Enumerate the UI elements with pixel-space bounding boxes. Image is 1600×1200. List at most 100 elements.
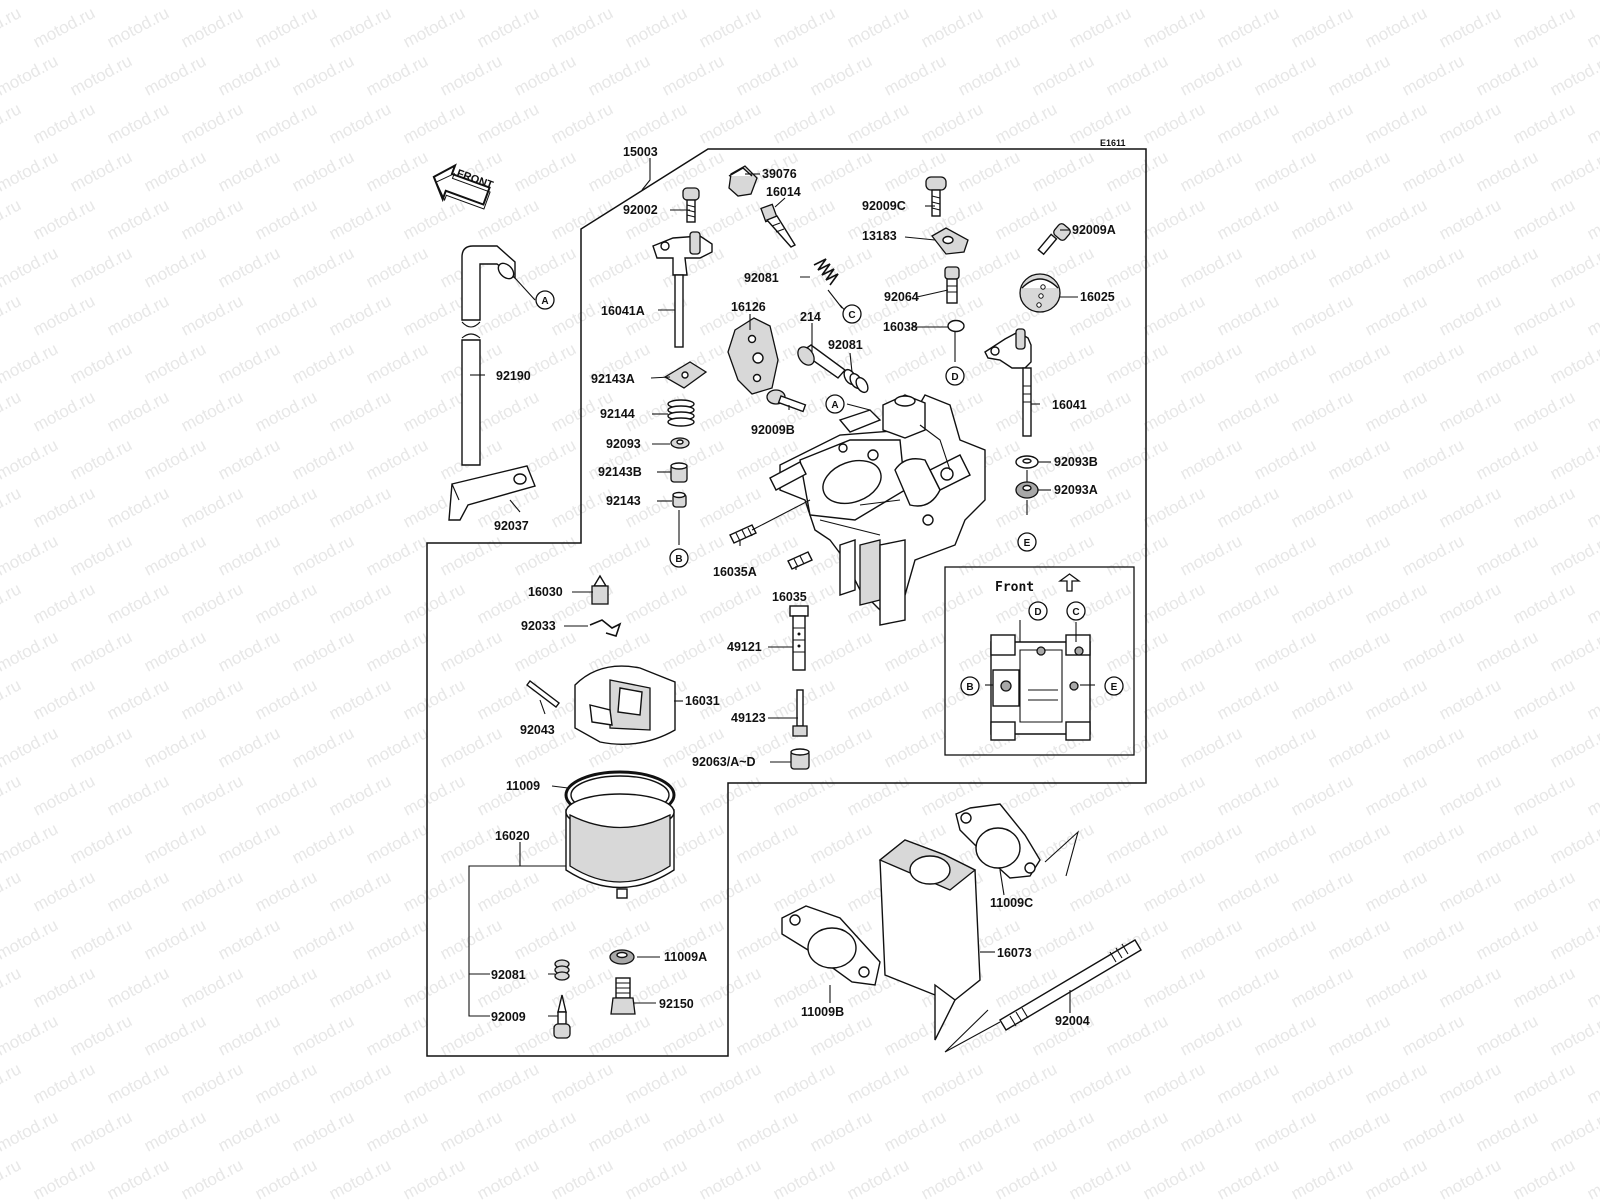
watermark-text: motod.ru: [1510, 1059, 1578, 1107]
watermark-text: motod.ru: [104, 1059, 172, 1107]
part-label-92009: 92009: [491, 1010, 526, 1024]
watermark-text: motod.ru: [622, 3, 690, 51]
watermark-text: motod.ru: [363, 0, 431, 4]
part-label-92063: 92063/A~D: [692, 755, 756, 769]
watermark-text: motod.ru: [141, 0, 209, 4]
watermark-text: motod.ru: [1325, 339, 1393, 387]
watermark-text: motod.ru: [585, 51, 653, 99]
watermark-text: motod.ru: [252, 195, 320, 243]
watermark-text: motod.ru: [511, 531, 579, 579]
callout-C-inset: C: [1066, 601, 1086, 621]
watermark-text: motod.ru: [770, 3, 838, 51]
watermark-text: motod.ru: [1103, 1011, 1171, 1059]
svg-text:C: C: [1072, 607, 1079, 618]
callout-A-body: A: [825, 394, 845, 414]
watermark-text: motod.ru: [844, 3, 912, 51]
watermark-text: motod.ru: [585, 1011, 653, 1059]
watermark-text: motod.ru: [1140, 1059, 1208, 1107]
callout-E-inset: E: [1104, 676, 1124, 696]
watermark-text: motod.ru: [881, 243, 949, 291]
watermark-text: motod.ru: [1140, 483, 1208, 531]
watermark-text: motod.ru: [881, 0, 949, 4]
watermark-text: motod.ru: [215, 531, 283, 579]
watermark-text: motod.ru: [955, 51, 1023, 99]
part-label-16073: 16073: [997, 946, 1032, 960]
watermark-text: motod.ru: [252, 99, 320, 147]
watermark-text: motod.ru: [326, 1155, 394, 1200]
watermark-text: motod.ru: [511, 915, 579, 963]
spring-92144: [667, 399, 695, 427]
watermark-text: motod.ru: [1362, 387, 1430, 435]
watermark-text: motod.ru: [659, 1107, 727, 1155]
watermark-text: motod.ru: [67, 1107, 135, 1155]
watermark-text: motod.ru: [1436, 195, 1504, 243]
watermark-text: motod.ru: [733, 1107, 801, 1155]
watermark-text: motod.ru: [0, 675, 24, 723]
watermark-text: motod.ru: [215, 243, 283, 291]
watermark-text: motod.ru: [252, 1155, 320, 1200]
part-label-92009C: 92009C: [862, 199, 906, 213]
watermark-text: motod.ru: [1214, 195, 1282, 243]
part-label-16038: 16038: [883, 320, 918, 334]
watermark-text: motod.ru: [1140, 3, 1208, 51]
watermark-text: motod.ru: [918, 3, 986, 51]
watermark-text: motod.ru: [141, 627, 209, 675]
watermark-text: motod.ru: [696, 3, 764, 51]
watermark-text: motod.ru: [1288, 1155, 1356, 1200]
watermark-text: motod.ru: [363, 51, 431, 99]
watermark-text: motod.ru: [1066, 771, 1134, 819]
watermark-text: motod.ru: [215, 339, 283, 387]
gasket-11009C: [955, 803, 1080, 879]
part-label-92081-bottom: 92081: [491, 968, 526, 982]
watermark-text: motod.ru: [289, 339, 357, 387]
watermark-text: motod.ru: [1177, 915, 1245, 963]
svg-text:B: B: [966, 682, 973, 693]
watermark-text: motod.ru: [1029, 0, 1097, 4]
watermark-text: motod.ru: [215, 1011, 283, 1059]
watermark-text: motod.ru: [104, 867, 172, 915]
watermark-text: motod.ru: [1399, 627, 1467, 675]
watermark-text: motod.ru: [1140, 963, 1208, 1011]
watermark-text: motod.ru: [474, 291, 542, 339]
watermark-text: motod.ru: [1547, 915, 1600, 963]
watermark-text: motod.ru: [1103, 147, 1171, 195]
watermark-text: motod.ru: [252, 963, 320, 1011]
watermark-text: motod.ru: [1140, 387, 1208, 435]
watermark-text: motod.ru: [1140, 867, 1208, 915]
watermark-text: motod.ru: [1362, 675, 1430, 723]
watermark-text: motod.ru: [1325, 1107, 1393, 1155]
watermark-text: motod.ru: [437, 627, 505, 675]
watermark-text: motod.ru: [807, 723, 875, 771]
watermark-text: motod.ru: [511, 51, 579, 99]
watermark-text: motod.ru: [1399, 147, 1467, 195]
watermark-text: motod.ru: [363, 1011, 431, 1059]
watermark-text: motod.ru: [1510, 1155, 1578, 1200]
watermark-text: motod.ru: [1510, 963, 1578, 1011]
watermark-text: motod.ru: [1288, 195, 1356, 243]
watermark-text: motod.ru: [1547, 531, 1600, 579]
watermark-text: motod.ru: [1399, 1011, 1467, 1059]
callout-E-washer: E: [1017, 532, 1037, 552]
watermark-text: motod.ru: [400, 963, 468, 1011]
watermark-text: motod.ru: [0, 291, 24, 339]
watermark-text: motod.ru: [326, 3, 394, 51]
screw-16035: [787, 551, 813, 570]
watermark-text: motod.ru: [104, 579, 172, 627]
watermark-text: motod.ru: [1547, 627, 1600, 675]
watermark-text: motod.ru: [289, 243, 357, 291]
watermark-text: motod.ru: [1473, 819, 1541, 867]
svg-text:B: B: [675, 554, 682, 565]
assembly-frame: [426, 148, 1147, 1057]
watermark-text: motod.ru: [474, 1155, 542, 1200]
watermark-text: motod.ru: [1436, 99, 1504, 147]
watermark-text: motod.ru: [67, 531, 135, 579]
watermark-text: motod.ru: [955, 0, 1023, 4]
part-label-92143A: 92143A: [591, 372, 635, 386]
watermark-text: motod.ru: [1214, 771, 1282, 819]
part-label-15003: 15003: [623, 145, 658, 159]
watermark-text: motod.ru: [1214, 3, 1282, 51]
watermark-text: motod.ru: [1473, 339, 1541, 387]
watermark-text: motod.ru: [696, 579, 764, 627]
watermark-text: motod.ru: [30, 291, 98, 339]
